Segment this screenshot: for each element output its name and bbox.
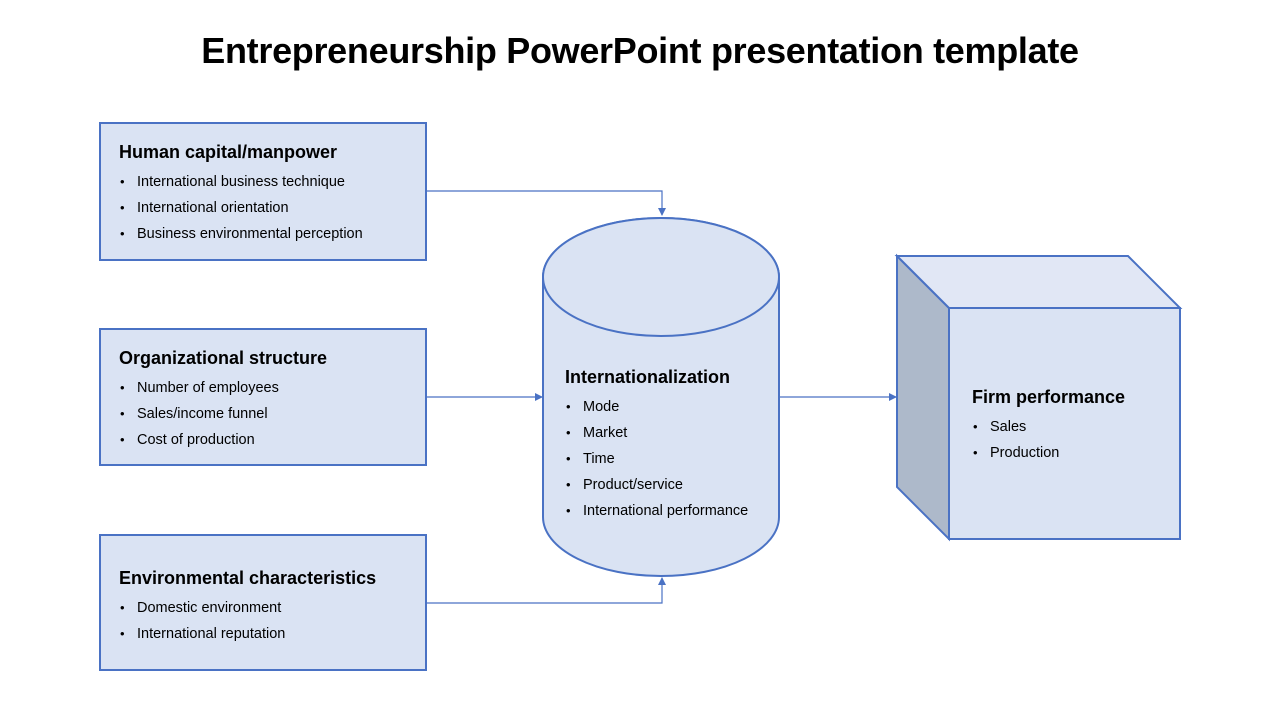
list-item: Mode <box>565 394 775 420</box>
environmental-characteristics-list: Domestic environment International reput… <box>119 595 425 647</box>
firm-performance-heading: Firm performance <box>972 387 1126 407</box>
list-item: Cost of production <box>119 427 425 453</box>
human-capital-heading: Human capital/manpower <box>119 142 338 162</box>
list-item: Domestic environment <box>119 595 425 621</box>
internationalization-block: Internationalization Mode Market Time Pr… <box>565 367 775 524</box>
list-item: International reputation <box>119 621 425 647</box>
internationalization-heading: Internationalization <box>565 367 731 387</box>
environmental-characteristics-box: Environmental characteristics Domestic e… <box>99 534 427 671</box>
list-item: Business environmental perception <box>119 221 425 247</box>
organizational-structure-box: Organizational structure Number of emplo… <box>99 328 427 466</box>
list-item: International business technique <box>119 169 425 195</box>
firm-performance-block: Firm performance Sales Production <box>972 387 1172 466</box>
slide-title: Entrepreneurship PowerPoint presentation… <box>201 30 1079 71</box>
list-item: Product/service <box>565 472 775 498</box>
human-capital-list: International business technique Interna… <box>119 169 425 247</box>
list-item: Sales <box>972 414 1172 440</box>
human-capital-box: Human capital/manpower International bus… <box>99 122 427 261</box>
cylinder-top <box>542 217 780 337</box>
connector-human-capital <box>427 190 666 216</box>
internationalization-list: Mode Market Time Product/service Interna… <box>565 394 775 524</box>
list-item: International performance <box>565 498 775 524</box>
firm-performance-list: Sales Production <box>972 414 1172 466</box>
organizational-structure-heading: Organizational structure <box>119 348 328 368</box>
list-item: Sales/income funnel <box>119 401 425 427</box>
organizational-structure-list: Number of employees Sales/income funnel … <box>119 375 425 453</box>
list-item: Market <box>565 420 775 446</box>
list-item: International orientation <box>119 195 425 221</box>
list-item: Production <box>972 440 1172 466</box>
list-item: Time <box>565 446 775 472</box>
list-item: Number of employees <box>119 375 425 401</box>
connector-environmental <box>427 577 666 604</box>
environmental-characteristics-heading: Environmental characteristics <box>119 568 377 588</box>
